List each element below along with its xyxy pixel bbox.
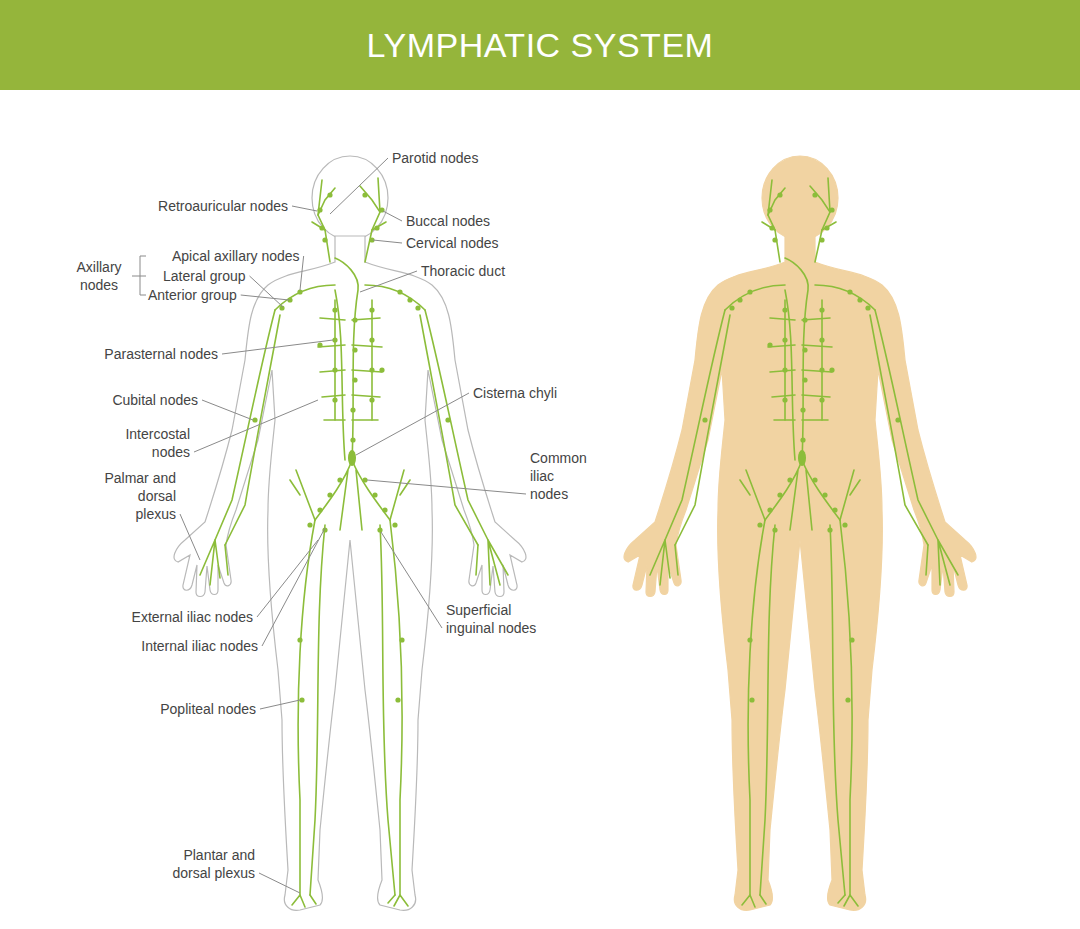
part-label: Plantar and dorsal plexus (165, 846, 255, 882)
leader-line (292, 206, 317, 211)
leader-line (381, 532, 442, 628)
title-band: LYMPHATIC SYSTEM (0, 0, 1080, 90)
part-label: Popliteal nodes (160, 700, 256, 718)
leader-line (202, 400, 253, 420)
part-label: Anterior group (148, 286, 237, 304)
leader-line (330, 158, 388, 214)
lymph-vessels (650, 178, 958, 907)
part-label: Thoracic duct (421, 262, 505, 280)
part-label: Parasternal nodes (104, 345, 218, 363)
leader-line (373, 240, 402, 243)
part-label: Cubital nodes (112, 391, 198, 409)
leader-line (259, 873, 300, 893)
leader-line (194, 400, 318, 452)
leader-line (367, 480, 526, 494)
leader-line (257, 540, 318, 617)
part-label: Apical axillary nodes (172, 247, 300, 265)
leader-line (300, 256, 304, 290)
part-label: Cervical nodes (406, 234, 499, 252)
part-label: Buccal nodes (406, 212, 490, 230)
axillary-bracket (132, 256, 146, 295)
part-label: Superficial inguinal nodes (446, 601, 550, 637)
leader-line (383, 211, 402, 221)
part-label: Cisterna chyli (473, 384, 557, 402)
leader-line (356, 393, 469, 455)
part-label: Lateral group (163, 267, 246, 285)
part-label: Common iliac nodes (530, 449, 592, 503)
lymph-node-dots (702, 192, 900, 702)
part-label: Retroauricular nodes (158, 197, 288, 215)
leader-line (241, 295, 289, 300)
title-text: LYMPHATIC SYSTEM (367, 26, 714, 65)
part-label: Intercostal nodes (110, 425, 190, 461)
part-label: Palmar and dorsal plexus (96, 469, 176, 523)
body-silhouette (624, 156, 976, 910)
leader-line (222, 340, 333, 354)
lymph-vessels (200, 178, 508, 907)
lymph-node-dots (252, 192, 450, 702)
leader-line (250, 276, 283, 307)
part-label: Parotid nodes (392, 149, 478, 167)
leader-line (260, 700, 300, 709)
part-label: External iliac nodes (132, 608, 253, 626)
part-label: Internal iliac nodes (141, 637, 258, 655)
leader-line (360, 271, 417, 292)
leader-line (262, 528, 325, 646)
part-label: Axillary nodes (70, 258, 128, 294)
leader-line (180, 514, 200, 560)
